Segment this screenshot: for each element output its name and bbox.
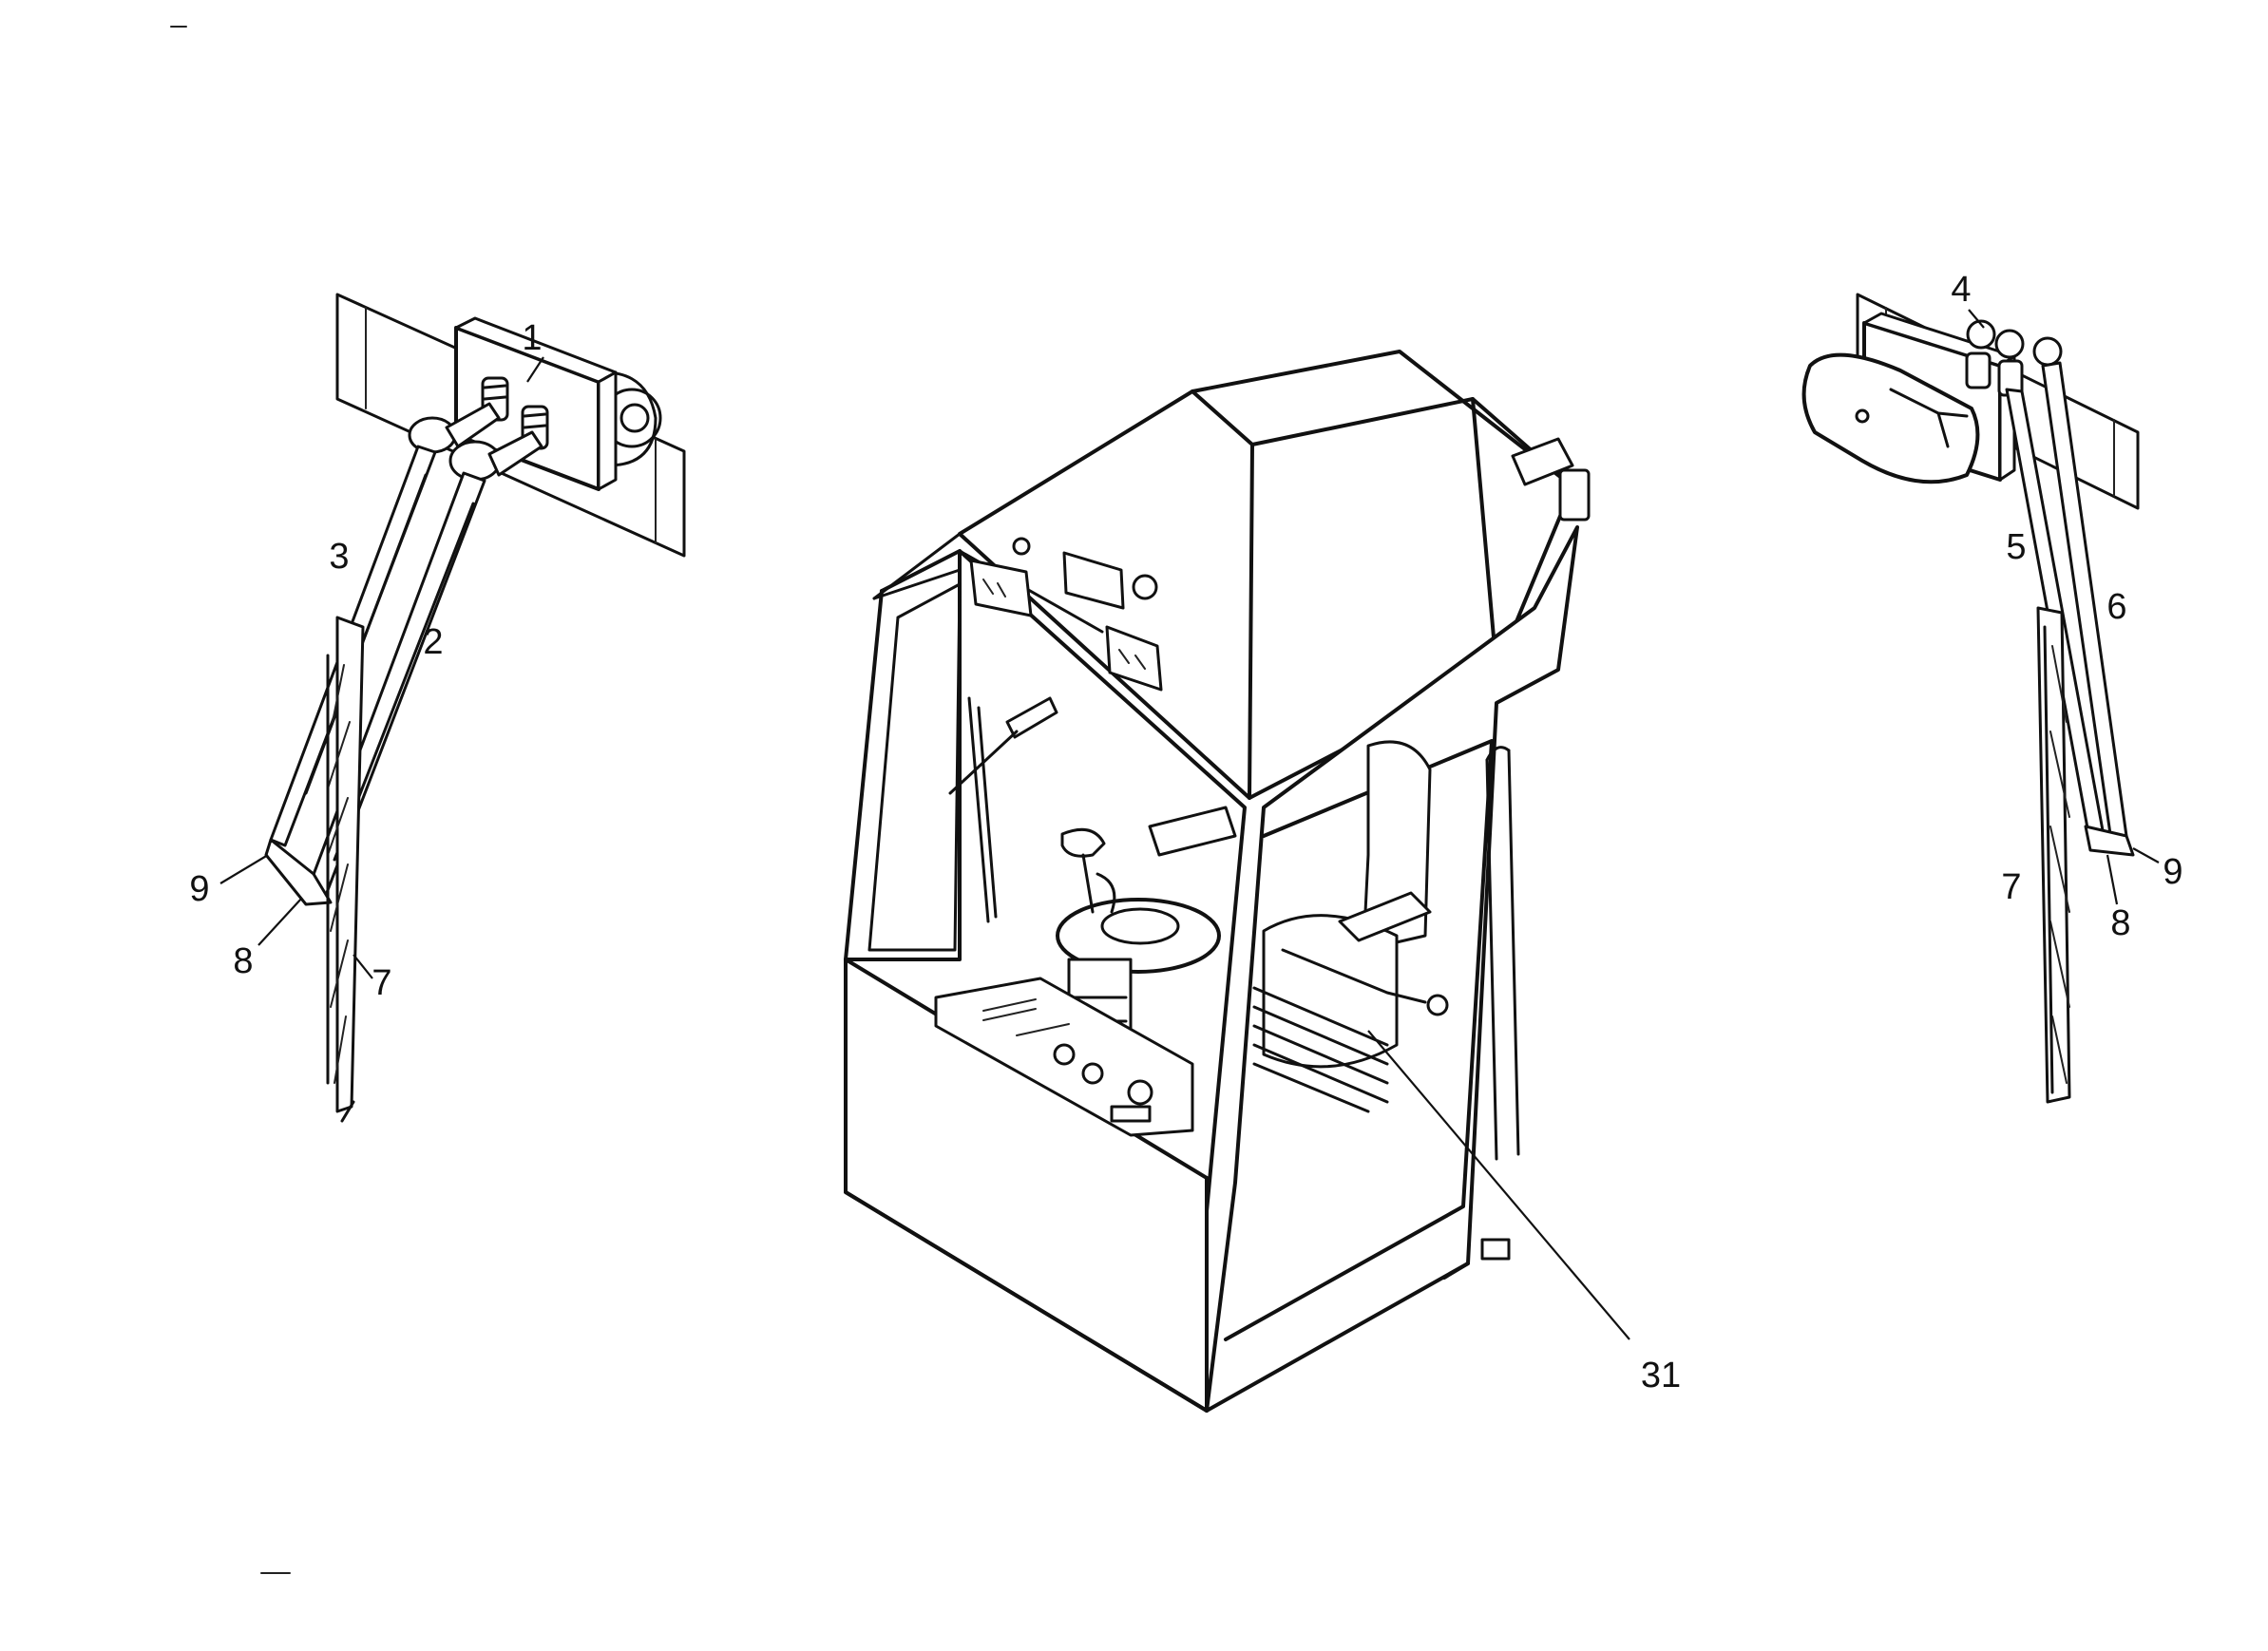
seat-belt (1281, 948, 1449, 1016)
callout-6: 6 (2106, 587, 2126, 627)
callout-8-right: 8 (2110, 903, 2130, 943)
callout-7-left: 7 (372, 963, 391, 1003)
cab-work-lights (969, 537, 1163, 692)
cab-callouts: 31 (1367, 1030, 1681, 1395)
callout-2: 2 (423, 622, 443, 662)
callout-9-left: 9 (189, 869, 209, 909)
callout-3: 3 (329, 537, 349, 577)
dashboard-panel (934, 977, 1194, 1137)
right-wiper-assembly (1801, 293, 2140, 1104)
right-callouts: 4 5 6 7 8 9 (1951, 270, 2182, 943)
callout-4: 4 (1951, 270, 1971, 310)
left-wiper-blade (326, 616, 365, 1123)
callout-5: 5 (2006, 527, 2026, 567)
callout-1: 1 (522, 318, 542, 358)
scan-marks (170, 26, 291, 1574)
cab-front-wiper (948, 696, 1058, 923)
callout-8-left: 8 (233, 941, 253, 981)
callout-31: 31 (1641, 1356, 1681, 1395)
right-spindles (1965, 319, 2063, 397)
left-callouts: 1 3 2 9 8 7 (189, 318, 544, 1003)
left-wiper-assembly (264, 293, 686, 1123)
callout-7-right: 7 (2001, 867, 2021, 907)
operator-seat (1148, 740, 1432, 1113)
control-lever (1060, 827, 1116, 914)
operator-cab (844, 350, 1591, 1413)
left-wiper-arms (264, 445, 486, 906)
callout-9-right: 9 (2163, 852, 2182, 892)
right-wiper-blade (2036, 606, 2071, 1104)
rear-mirror-bracket (1511, 437, 1591, 522)
